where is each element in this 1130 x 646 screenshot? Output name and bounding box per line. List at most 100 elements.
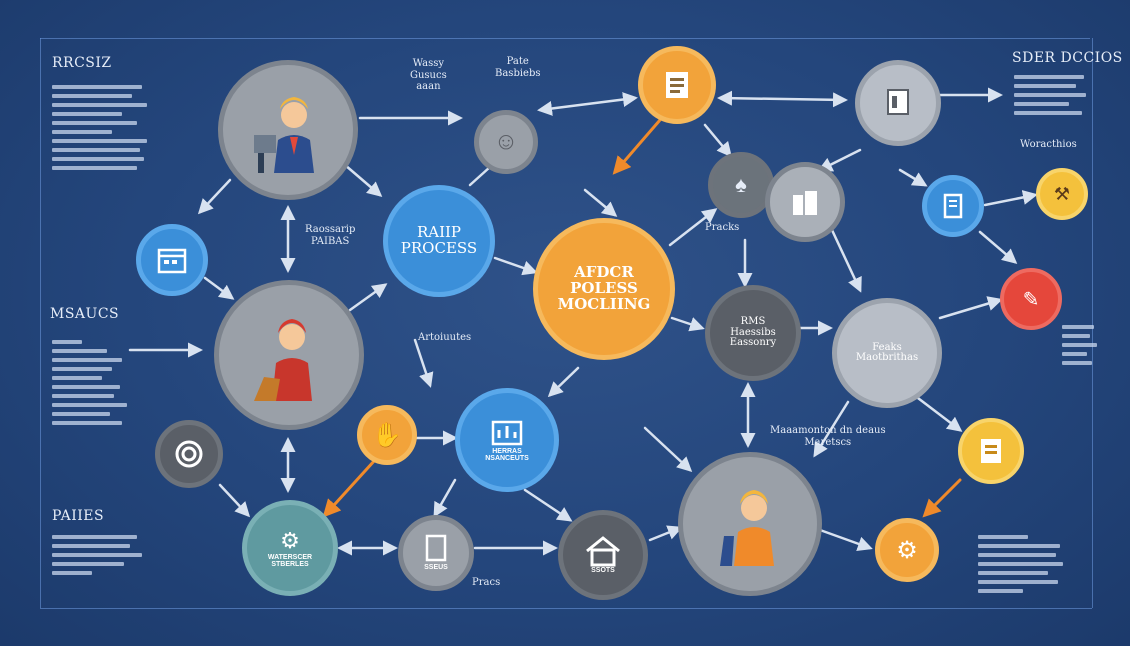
dark-center-node[interactable]: RMS Haessibs Eassonry (705, 285, 801, 381)
orange-hand-node[interactable]: ✋ (357, 405, 417, 465)
fingerprint-icon (175, 440, 203, 468)
worker-small-node[interactable]: ♠ (708, 152, 774, 218)
process-note: Raossarip PAIBAS (305, 224, 356, 247)
tablet-icon (425, 535, 447, 562)
frame-left-line (40, 38, 41, 608)
right-sub-title: Woracthios (1020, 139, 1077, 150)
bottom-note: Pracs (472, 577, 501, 588)
bottom-left-node[interactable]: ⚙ WATERSCER STBERLES (242, 500, 338, 596)
orange-bottom-node[interactable]: ⚙ (875, 518, 939, 582)
connector (983, 189, 1038, 207)
connector-orange (322, 458, 377, 518)
connector (717, 90, 848, 108)
head-icon: ☺ (493, 128, 519, 155)
left-bottom-title: PAIIES (52, 508, 105, 524)
phone-node[interactable] (922, 175, 984, 237)
connector (908, 390, 963, 432)
monitor-icon (887, 89, 909, 115)
connector (348, 283, 388, 312)
connector (703, 123, 732, 158)
connector (547, 366, 580, 398)
blue-lower-label: HERRAS NSANCEUTS (485, 447, 529, 462)
document-icon (981, 439, 1001, 463)
tree-icon: ⚙ (280, 527, 300, 553)
right-mid-note: Pracks (705, 222, 740, 233)
businessman-icon (254, 97, 314, 173)
blue-lower-node[interactable]: HERRAS NSANCEUTS (455, 388, 559, 492)
connector-orange (612, 118, 662, 175)
right-gray-label: Feaks Maotbrithas (855, 341, 919, 363)
main-center-label: AFDCR POLESS MOCLIING (557, 263, 651, 313)
connector (898, 168, 928, 187)
house-node[interactable]: SSOTS (558, 510, 648, 600)
person-node-top[interactable] (218, 60, 358, 200)
left-mid-text (52, 335, 132, 430)
left-mid-title: MSAUCS (50, 306, 120, 322)
connector (670, 316, 705, 332)
left-panel-title: RRCSIZ (52, 55, 112, 71)
calendar-icon (157, 248, 187, 274)
left-panel-text (52, 80, 152, 175)
head-icon-node[interactable]: ☺ (474, 110, 538, 174)
connector (668, 208, 718, 247)
connector (818, 528, 873, 551)
manager-icon (720, 490, 774, 566)
yellow-top-node[interactable]: ⚒ (1036, 168, 1088, 220)
right-panel-text (1014, 70, 1094, 120)
connector (938, 296, 1003, 320)
dark-center-label: RMS Haessibs Eassonry (729, 316, 777, 349)
connector (413, 338, 434, 388)
tablet-node[interactable]: SSEUS (398, 515, 474, 591)
chart-icon (491, 420, 523, 445)
document-icon (666, 72, 688, 98)
house-icon (586, 536, 620, 567)
worker-small-icon: ♠ (735, 172, 747, 197)
connector (978, 230, 1018, 264)
connector (197, 178, 232, 215)
rapid-process-node[interactable]: RAIIP PROCESS (383, 185, 495, 297)
connector (493, 256, 538, 276)
pencil-icon: ✎ (1022, 288, 1040, 311)
connector (537, 92, 638, 116)
frame-bottom-line (40, 608, 1092, 609)
center-right-note: Maaamonton dn deaus Maretscs (770, 425, 886, 448)
top-right-node[interactable] (855, 60, 941, 146)
person-node-bottom[interactable] (678, 452, 822, 596)
connector (523, 488, 573, 522)
house-node-label: SSOTS (591, 567, 615, 575)
center-left-note: Artoiuutes (418, 332, 472, 343)
connector (648, 525, 683, 542)
right-bottom-text (978, 530, 1068, 598)
connector (203, 276, 235, 300)
red-node[interactable]: ✎ (1000, 268, 1062, 330)
main-center-node[interactable]: AFDCR POLESS MOCLIING (533, 218, 675, 360)
right-mid-text (1062, 320, 1102, 370)
building-icon (793, 191, 817, 215)
gear-icon: ⚙ (896, 536, 918, 564)
calendar-node[interactable] (136, 224, 208, 296)
connector (433, 478, 457, 518)
right-gray-node[interactable]: Feaks Maotbrithas (832, 298, 942, 408)
connector (643, 426, 693, 473)
connector (817, 148, 862, 172)
top-mid-note: Pate Basbiebs (495, 56, 541, 79)
tools-icon: ⚒ (1053, 183, 1071, 204)
orange-top-node[interactable] (638, 46, 716, 124)
yellow-doc-node[interactable] (958, 418, 1024, 484)
bottom-left-node-label: WATERSCER STBERLES (267, 553, 313, 568)
right-panel-title: SDER DCCIOS (1012, 50, 1123, 66)
connector (218, 483, 251, 518)
connector (343, 163, 383, 197)
worker-icon (254, 319, 312, 401)
left-bottom-text (52, 530, 142, 580)
frame-right-line (1092, 38, 1093, 608)
person-node-mid[interactable] (214, 280, 364, 430)
hand-icon: ✋ (372, 421, 402, 449)
top-left-note: Wassy Gusucs aaan (410, 58, 447, 92)
fingerprint-node[interactable] (155, 420, 223, 488)
building-node[interactable] (765, 162, 845, 242)
connector-orange (922, 478, 962, 518)
phone-icon (943, 193, 963, 219)
tablet-node-label: SSEUS (424, 564, 448, 572)
